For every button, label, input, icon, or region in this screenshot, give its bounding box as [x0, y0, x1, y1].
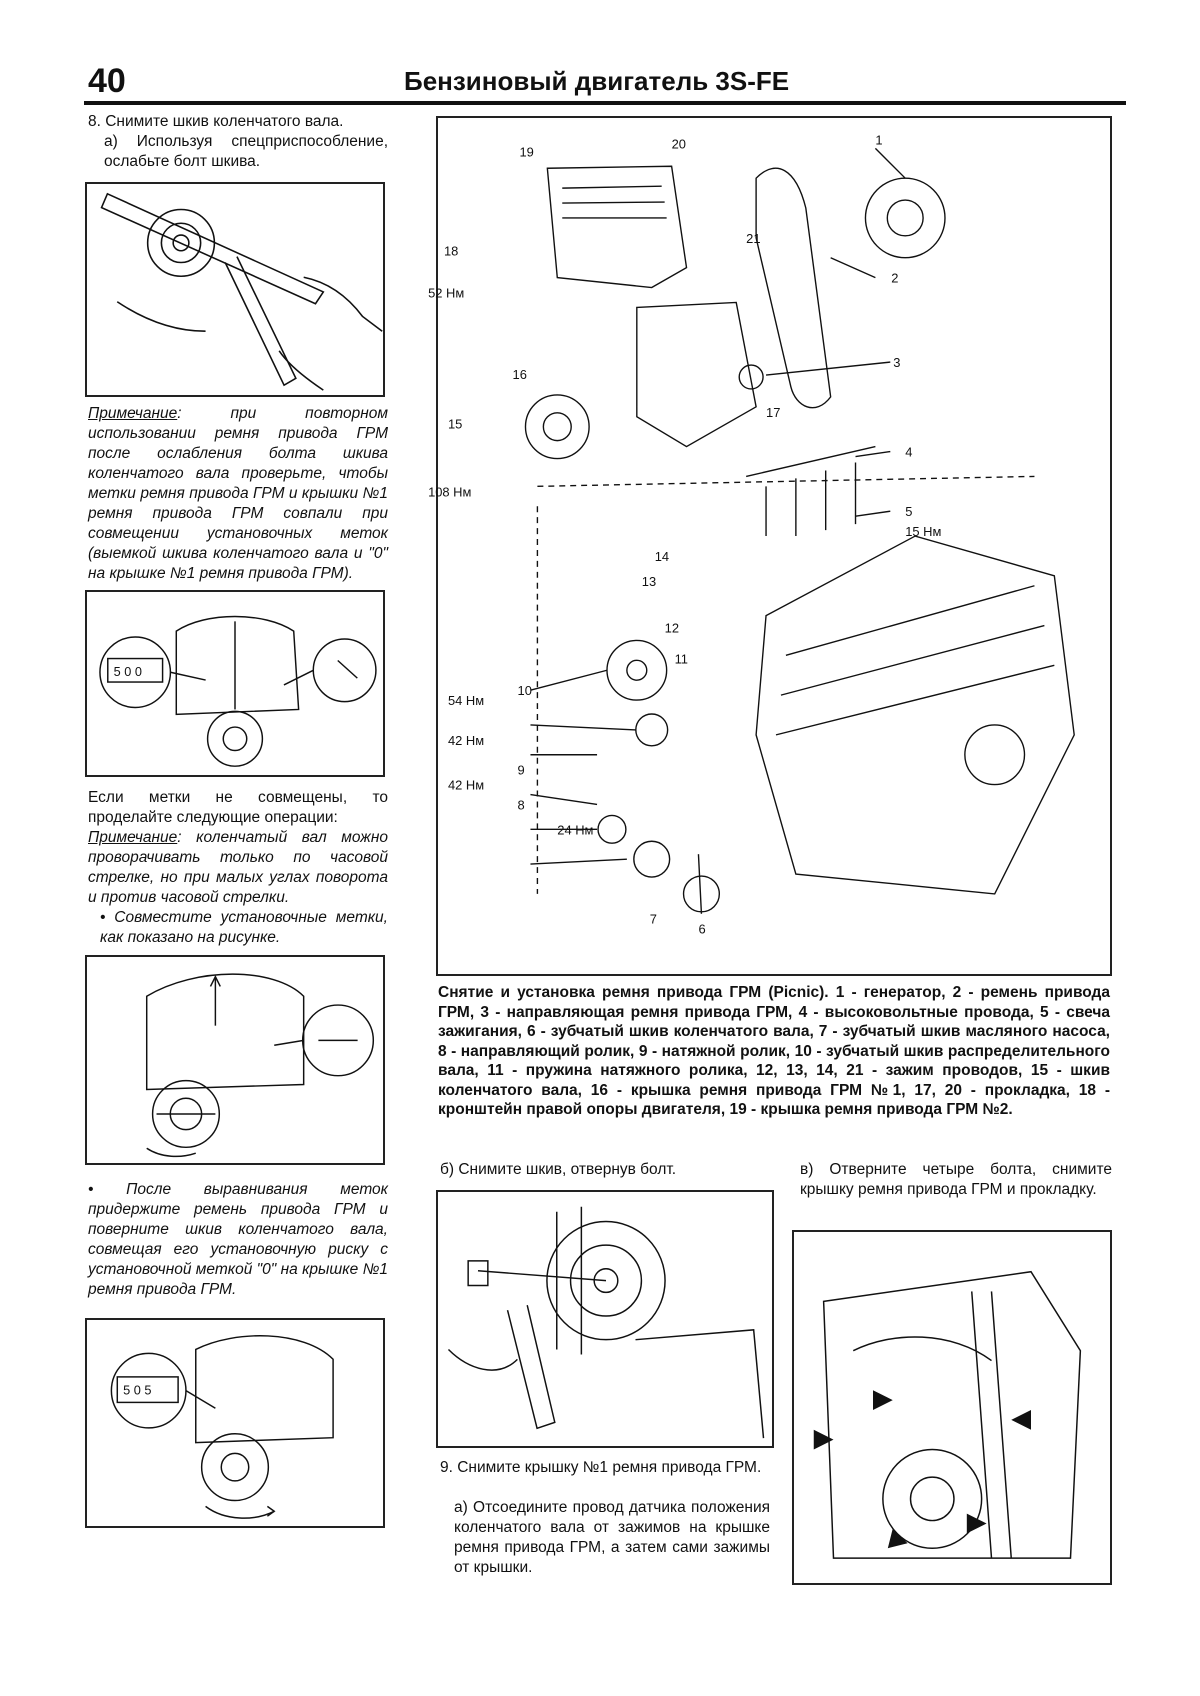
figure-remove-pulley	[436, 1190, 774, 1448]
torque-42b: 42 Нм	[448, 778, 484, 793]
part-num-21: 21	[746, 231, 760, 246]
part-num-1: 1	[875, 132, 882, 147]
part-num-8: 8	[518, 797, 525, 812]
figure-remove-cover-bolts	[792, 1230, 1112, 1585]
figure-loosen-pulley-bolt	[85, 182, 385, 397]
step-b: б) Снимите шкив, отвернув болт.	[440, 1161, 677, 1178]
fig2-counter-text: 5 0 0	[114, 664, 142, 679]
part-num-19: 19	[520, 144, 534, 159]
part-num-15: 15	[448, 417, 462, 432]
part-num-16: 16	[513, 367, 527, 382]
note-1: Примечание: при повторном использовании …	[88, 404, 388, 584]
part-num-13: 13	[642, 574, 656, 589]
torque-15: 15 Нм	[905, 524, 941, 539]
torque-24: 24 Нм	[557, 822, 593, 837]
figure-zero-drawing: 5 0 5	[110, 1335, 334, 1519]
torque-54: 54 Нм	[448, 693, 484, 708]
part-num-2: 2	[891, 271, 898, 286]
figure-rotate-drawing	[145, 973, 375, 1158]
part-num-6: 6	[698, 922, 705, 937]
bullet-1: • Совместите установочные метки, как пок…	[100, 909, 388, 946]
step9-a: а) Отсоедините провод датчика положения …	[454, 1499, 770, 1576]
part-num-12: 12	[665, 620, 679, 635]
page-title: Бензиновый двигатель 3S-FE	[404, 66, 790, 96]
figure-rotate-pulley	[85, 955, 385, 1165]
torque-42a: 42 Нм	[448, 733, 484, 748]
figure-loosen-drawing	[100, 192, 383, 391]
figure-marks-drawing: 5 0 0	[99, 615, 377, 767]
part-num-11: 11	[675, 651, 688, 666]
part-num-4: 4	[905, 445, 912, 460]
figure-alignment-marks: 5 0 0	[85, 590, 385, 777]
part-num-18: 18	[444, 244, 458, 259]
note-2-label: Примечание	[88, 829, 178, 846]
part-num-14: 14	[655, 549, 669, 564]
marks-text: Если метки не совмещены, то проделайте с…	[88, 789, 388, 826]
torque-108: 108 Нм	[428, 484, 471, 499]
exploded-diagram-drawing: 1 2 3 4 5 6 7 8 9 10 11 12 13 14 15 16 1…	[428, 132, 1075, 937]
note-2-text: : коленчатый вал можно проворачивать тол…	[88, 829, 388, 906]
part-num-7: 7	[650, 912, 657, 927]
note-1-label: Примечание	[88, 405, 178, 422]
part-num-3: 3	[893, 355, 900, 370]
step9-title: 9. Снимите крышку №1 ремня привода ГРМ.	[440, 1459, 762, 1476]
figure-timing-belt-exploded: 1 2 3 4 5 6 7 8 9 10 11 12 13 14 15 16 1…	[428, 116, 1112, 976]
figure-align-zero-mark: 5 0 5	[85, 1318, 385, 1528]
note-1-text: : при повторном использовании ремня прив…	[88, 405, 388, 582]
step8-a: а) Используя спецприспособление, ослабьт…	[104, 133, 388, 170]
header-rule	[84, 101, 1126, 105]
step8-title: 8. Снимите шкив коленчатого вала.	[88, 113, 344, 130]
note-2: Примечание: коленчатый вал можно провора…	[88, 828, 388, 908]
part-num-10: 10	[518, 683, 532, 698]
step-v: в) Отверните четыре болта, снимите крышк…	[800, 1161, 1112, 1198]
part-num-17: 17	[766, 405, 780, 420]
figure-cover-drawing	[813, 1270, 1082, 1559]
part-num-5: 5	[905, 504, 912, 519]
diagram-caption: Снятие и установка ремня привода ГРМ (Pi…	[438, 984, 1110, 1118]
fig4-counter-text: 5 0 5	[123, 1383, 151, 1398]
part-num-9: 9	[518, 763, 525, 778]
figure-remove-pulley-drawing	[447, 1206, 765, 1439]
bullet-2: • После выравнивания меток придержите ре…	[88, 1181, 388, 1298]
torque-52: 52 Нм	[428, 285, 464, 300]
part-num-20: 20	[672, 136, 686, 151]
page-number: 40	[88, 62, 126, 100]
